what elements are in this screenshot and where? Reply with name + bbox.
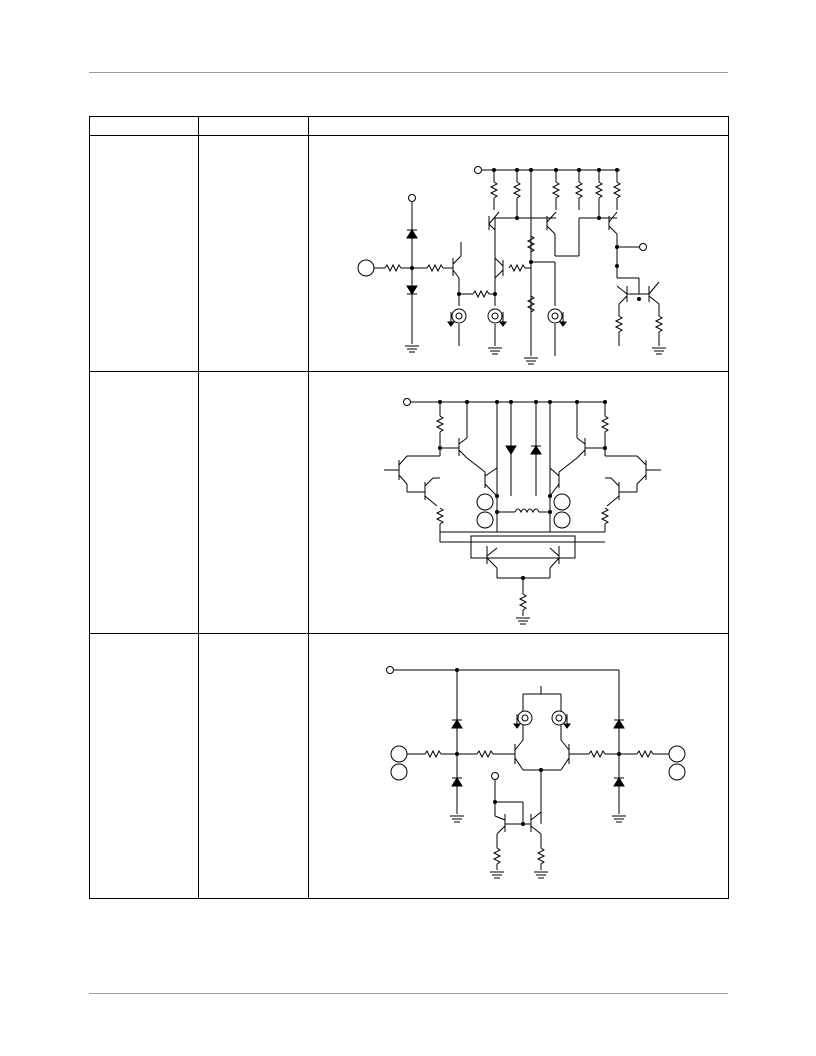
header-cell-2 <box>198 116 309 136</box>
row1-schematic-cell <box>308 135 729 372</box>
row3-schematic-cell <box>308 633 729 899</box>
row2-cell-1 <box>89 371 199 634</box>
header-cell-3 <box>308 116 729 136</box>
header-rule <box>89 72 728 73</box>
row3-cell-2 <box>198 633 309 899</box>
table-header-row <box>89 116 729 136</box>
table-row <box>89 135 729 372</box>
input-buffer-circuit <box>357 166 666 365</box>
row3-cell-1 <box>89 633 199 899</box>
table-row <box>89 633 729 899</box>
table-row <box>89 371 729 634</box>
comparator-input-circuit <box>386 666 686 879</box>
row2-schematic-cell <box>308 371 729 634</box>
row1-cell-2 <box>198 135 309 372</box>
footer-rule <box>89 993 728 994</box>
pin-description-table <box>89 116 729 899</box>
row1-cell-1 <box>89 135 199 372</box>
row2-cell-2 <box>198 371 309 634</box>
differential-amplifier-circuit <box>384 398 661 625</box>
header-cell-1 <box>89 116 199 136</box>
